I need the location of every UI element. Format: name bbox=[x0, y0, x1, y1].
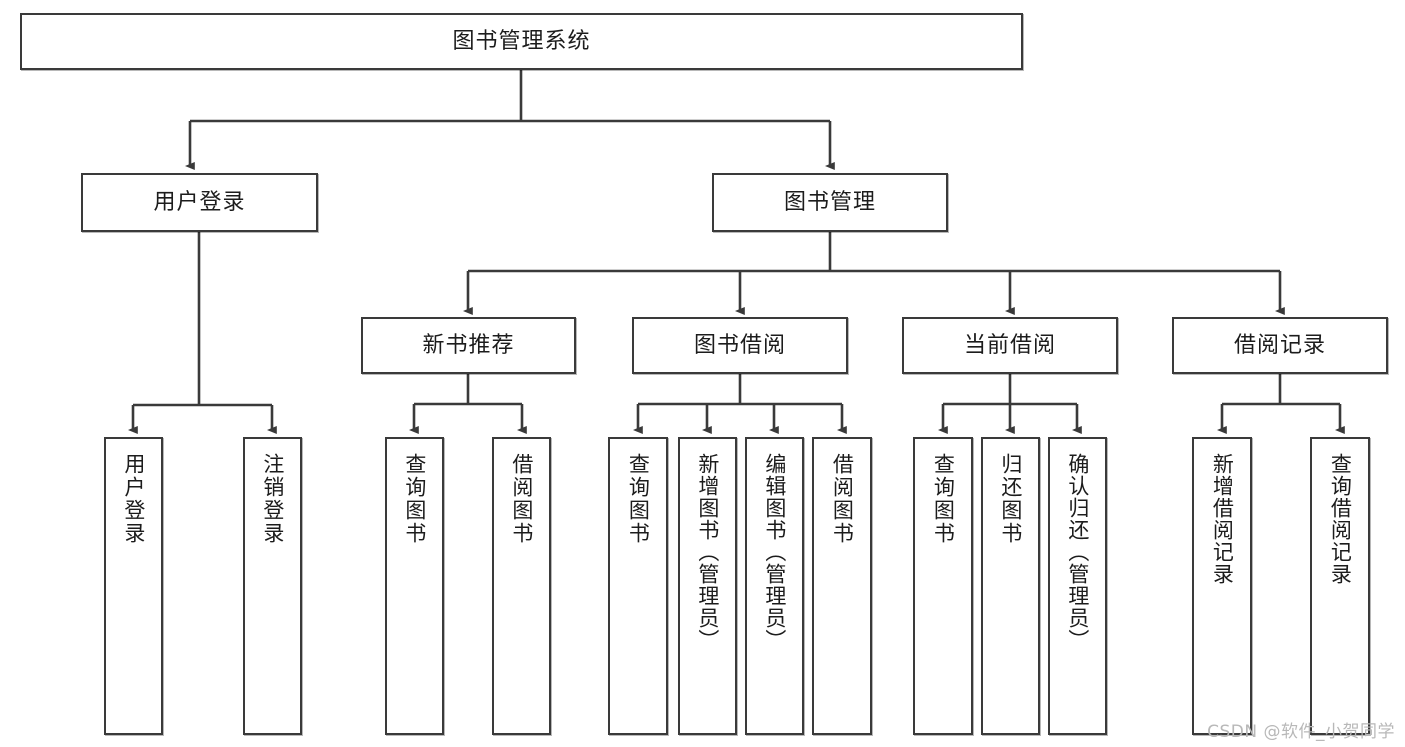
node-label: 借阅图书 bbox=[509, 453, 534, 545]
node-label: 编辑图书（管理员） bbox=[762, 453, 787, 651]
leaf-record-query-borrow-record[interactable]: 查询借阅记录 bbox=[1310, 437, 1370, 735]
node-label: 查询图书 bbox=[626, 453, 651, 545]
node-book-management[interactable]: 图书管理 bbox=[712, 173, 948, 232]
node-label: 确认归还（管理员） bbox=[1065, 453, 1090, 651]
node-label: 查询图书 bbox=[931, 453, 956, 545]
csdn-watermark: CSDN @软件_小贺同学 bbox=[1207, 722, 1395, 742]
leaf-borrow-add-book-admin[interactable]: 新增图书（管理员） bbox=[678, 437, 737, 735]
node-label: 图书管理 bbox=[783, 189, 876, 215]
node-label: 新增图书（管理员） bbox=[695, 453, 720, 651]
leaf-current-return-book[interactable]: 归还图书 bbox=[981, 437, 1040, 735]
node-label: 借阅图书 bbox=[830, 453, 855, 545]
node-label: 注销登录 bbox=[260, 453, 285, 545]
node-borrowing-records[interactable]: 借阅记录 bbox=[1172, 317, 1388, 374]
node-label: 图书管理系统 bbox=[452, 28, 591, 54]
node-label: 新增借阅记录 bbox=[1210, 453, 1235, 585]
leaf-borrow-query-book[interactable]: 查询图书 bbox=[608, 437, 668, 735]
node-label: 借阅记录 bbox=[1233, 332, 1326, 358]
node-book-borrowing[interactable]: 图书借阅 bbox=[632, 317, 848, 374]
node-label: 查询图书 bbox=[402, 453, 427, 545]
node-label: 查询借阅记录 bbox=[1328, 453, 1353, 585]
node-label: 用户登录 bbox=[121, 453, 146, 545]
leaf-user-login-logout[interactable]: 注销登录 bbox=[243, 437, 302, 735]
leaf-new-book-borrow-book[interactable]: 借阅图书 bbox=[492, 437, 551, 735]
leaf-borrow-borrow-book[interactable]: 借阅图书 bbox=[812, 437, 872, 735]
node-root-library-management-system[interactable]: 图书管理系统 bbox=[20, 13, 1023, 70]
node-label: 图书借阅 bbox=[693, 332, 786, 358]
node-label: 用户登录 bbox=[153, 189, 246, 215]
node-current-borrowing[interactable]: 当前借阅 bbox=[902, 317, 1118, 374]
node-new-book-recommendation[interactable]: 新书推荐 bbox=[361, 317, 576, 374]
leaf-borrow-edit-book-admin[interactable]: 编辑图书（管理员） bbox=[745, 437, 804, 735]
node-label: 新书推荐 bbox=[422, 332, 515, 358]
leaf-user-login-login[interactable]: 用户登录 bbox=[104, 437, 163, 735]
leaf-current-query-book[interactable]: 查询图书 bbox=[913, 437, 973, 735]
node-label: 当前借阅 bbox=[963, 332, 1056, 358]
node-user-login[interactable]: 用户登录 bbox=[81, 173, 318, 232]
leaf-new-book-query-book[interactable]: 查询图书 bbox=[385, 437, 444, 735]
leaf-current-confirm-return-admin[interactable]: 确认归还（管理员） bbox=[1048, 437, 1107, 735]
node-label: 归还图书 bbox=[998, 453, 1023, 545]
leaf-record-add-borrow-record[interactable]: 新增借阅记录 bbox=[1192, 437, 1252, 735]
